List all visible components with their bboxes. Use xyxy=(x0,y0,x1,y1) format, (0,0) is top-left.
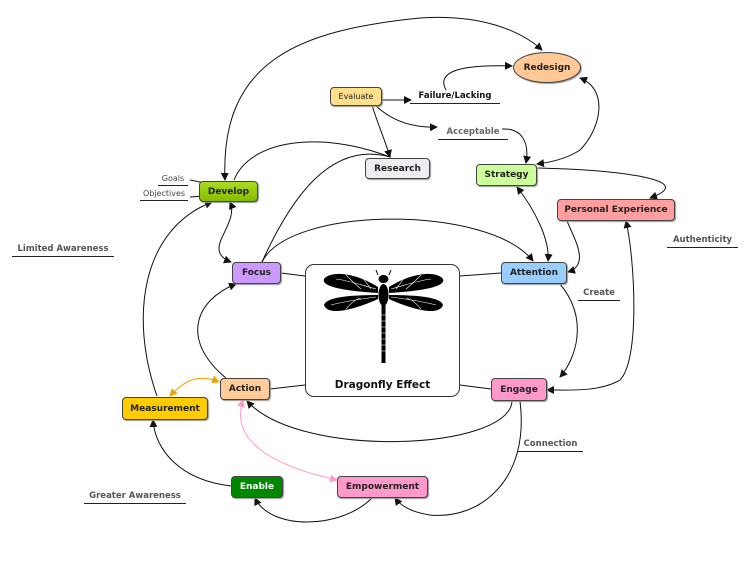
link-redesign-strategy xyxy=(536,76,600,168)
personal-experience-node[interactable]: Personal Experience xyxy=(557,199,675,221)
link-empowerment-enable xyxy=(254,497,373,523)
focus-node[interactable]: Focus xyxy=(232,262,281,284)
engage-node[interactable]: Engage xyxy=(491,378,547,401)
failure-lacking-label[interactable]: Failure/Lacking xyxy=(410,91,500,104)
link-engage-action xyxy=(246,400,513,443)
link-evaluate-acceptable xyxy=(373,103,438,132)
link-action-empowerment xyxy=(237,399,338,483)
objectives-label[interactable]: Objectives xyxy=(140,189,188,201)
create-label[interactable]: Create xyxy=(578,288,620,301)
acceptable-label[interactable]: Acceptable xyxy=(438,127,508,140)
link-measurement-develop xyxy=(142,200,213,397)
link-engage-center xyxy=(459,384,492,390)
link-action-center xyxy=(269,384,306,390)
redesign-node[interactable]: Redesign xyxy=(513,52,581,83)
action-node[interactable]: Action xyxy=(220,378,270,400)
link-acceptable-strategy xyxy=(501,128,532,164)
link-focus-attention xyxy=(261,218,534,263)
strategy-node[interactable]: Strategy xyxy=(476,164,537,186)
develop-node[interactable]: Develop xyxy=(199,181,258,202)
link-evaluate-research xyxy=(371,104,392,158)
link-focus-center xyxy=(280,272,306,277)
link-develop-research xyxy=(233,141,391,181)
limited-awareness-label[interactable]: Limited Awareness xyxy=(12,244,114,257)
research-node[interactable]: Research xyxy=(365,158,430,179)
link-enable-measurement xyxy=(149,419,232,487)
link-action-focus xyxy=(197,282,237,379)
goals-label[interactable]: Goals xyxy=(158,174,188,186)
empowerment-node[interactable]: Empowerment xyxy=(337,476,428,498)
link-action-measurement xyxy=(169,375,220,397)
link-personal-attention xyxy=(566,220,580,274)
link-develop-redesign xyxy=(220,16,543,181)
central-topic-title: Dragonfly Effect xyxy=(334,379,431,391)
link-attention-engage xyxy=(559,283,578,378)
link-develop-focus xyxy=(218,201,237,264)
authenticity-label[interactable]: Authenticity xyxy=(667,235,738,248)
link-attention-center xyxy=(459,272,502,277)
link-focus-research xyxy=(261,153,391,263)
dragonfly-icon xyxy=(323,269,444,363)
central-topic[interactable]: Dragonfly Effect xyxy=(305,264,460,397)
attention-node[interactable]: Attention xyxy=(501,262,567,284)
evaluate-node[interactable]: Evaluate xyxy=(330,87,382,106)
greater-awareness-label[interactable]: Greater Awareness xyxy=(84,491,186,504)
link-engage-empowerment xyxy=(394,400,522,516)
measurement-node[interactable]: Measurement xyxy=(122,397,208,420)
link-personal-engage xyxy=(546,220,635,395)
enable-node[interactable]: Enable xyxy=(231,476,283,498)
link-failure-redesign xyxy=(443,61,513,91)
link-strategy-personal xyxy=(537,167,666,200)
connection-label[interactable]: Connection xyxy=(518,439,583,452)
